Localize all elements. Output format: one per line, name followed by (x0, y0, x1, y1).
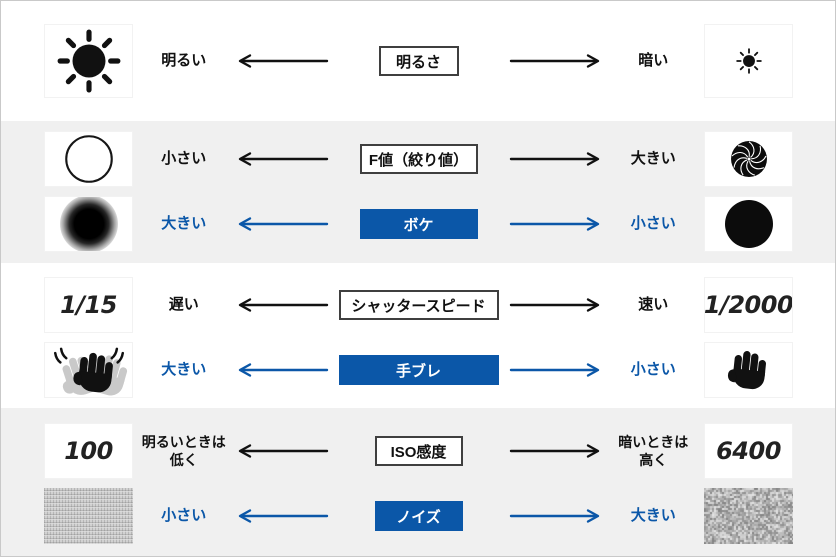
handshake-right-label: 小さい (630, 361, 676, 379)
sun-dim-icon (704, 24, 793, 98)
arrow-left-icon (238, 363, 328, 377)
row-shutter-speed: 1/15 遅い シャッタースピード 速い 1/2000 (1, 263, 835, 408)
fnumber-title-box: F値（絞り値） (359, 144, 478, 174)
shutter-fast-value-box: 1/2000 (704, 277, 793, 333)
shutter-slow-value-box: 1/15 (44, 277, 133, 333)
aperture-closed-blades-icon (704, 131, 793, 187)
shutter-line: 1/15 遅い シャッタースピード 速い 1/2000 (1, 277, 835, 333)
shutter-right-label: 速い (638, 296, 669, 314)
iso-low-value-box: 100 (44, 423, 133, 479)
bokeh-title-box: ボケ (359, 209, 478, 239)
iso-left-label: 明るいときは 低く (141, 433, 226, 468)
bokeh-left-label: 大きい (161, 215, 207, 233)
bokeh-line: 大きい ボケ 小さい (1, 196, 835, 252)
brightness-line: 明るい 明るさ 暗い (1, 1, 835, 121)
handshake-line: 大きい 手ブレ 小さい (1, 342, 835, 398)
row-brightness: 明るい 明るさ 暗い (1, 1, 835, 121)
noise-right-label: 大きい (630, 507, 676, 525)
iso-right-label: 暗いときは 高く (618, 433, 689, 468)
noise-coarse-texture-icon (704, 488, 793, 544)
aperture-open-circle-icon (44, 131, 133, 187)
arrow-right-icon (509, 54, 599, 68)
brightness-title-box: 明るさ (378, 46, 459, 76)
iso-high-value: 6400 (716, 437, 781, 465)
bokeh-right-label: 小さい (630, 215, 676, 233)
iso-title-box: ISO感度 (374, 436, 463, 466)
arrow-right-icon (509, 298, 599, 312)
arrow-left-icon (238, 217, 328, 231)
sun-bright-icon (44, 24, 133, 98)
noise-line: 小さい ノイズ 大きい (1, 488, 835, 544)
arrow-right-icon (509, 217, 599, 231)
noise-left-label: 小さい (161, 507, 207, 525)
fnumber-line: 小さい F値（絞り値） 大きい (1, 131, 835, 187)
arrow-left-icon (238, 152, 328, 166)
fnumber-right-label: 大きい (630, 150, 676, 168)
hand-shake-icon (44, 342, 133, 398)
arrow-left-icon (238, 54, 328, 68)
shutter-left-label: 遅い (168, 296, 199, 314)
arrow-right-icon (509, 152, 599, 166)
iso-low-value: 100 (64, 437, 113, 465)
shutter-title-box: シャッタースピード (338, 290, 499, 320)
shutter-slow-value: 1/15 (60, 291, 117, 319)
arrow-left-icon (238, 298, 328, 312)
handshake-left-label: 大きい (161, 361, 207, 379)
bokeh-blur-large-icon (44, 196, 133, 252)
brightness-left-label: 明るい (161, 52, 207, 70)
arrow-left-icon (238, 509, 328, 523)
arrow-left-icon (238, 444, 328, 458)
shutter-fast-value: 1/2000 (704, 291, 793, 319)
row-aperture: 小さい F値（絞り値） 大きい (1, 121, 835, 263)
row-iso: 100 明るいときは 低く ISO感度 暗いときは 高く 6400 小さい ノイ… (1, 408, 835, 556)
iso-line: 100 明るいときは 低く ISO感度 暗いときは 高く 6400 (1, 423, 835, 479)
fnumber-left-label: 小さい (161, 150, 207, 168)
brightness-right-label: 暗い (638, 52, 669, 70)
noise-fine-texture-icon (44, 488, 133, 544)
hand-steady-icon (704, 342, 793, 398)
handshake-title-box: 手ブレ (338, 355, 499, 385)
arrow-right-icon (509, 509, 599, 523)
noise-title-box: ノイズ (374, 501, 463, 531)
iso-high-value-box: 6400 (704, 423, 793, 479)
arrow-right-icon (509, 444, 599, 458)
arrow-right-icon (509, 363, 599, 377)
bokeh-dot-small-icon (704, 196, 793, 252)
